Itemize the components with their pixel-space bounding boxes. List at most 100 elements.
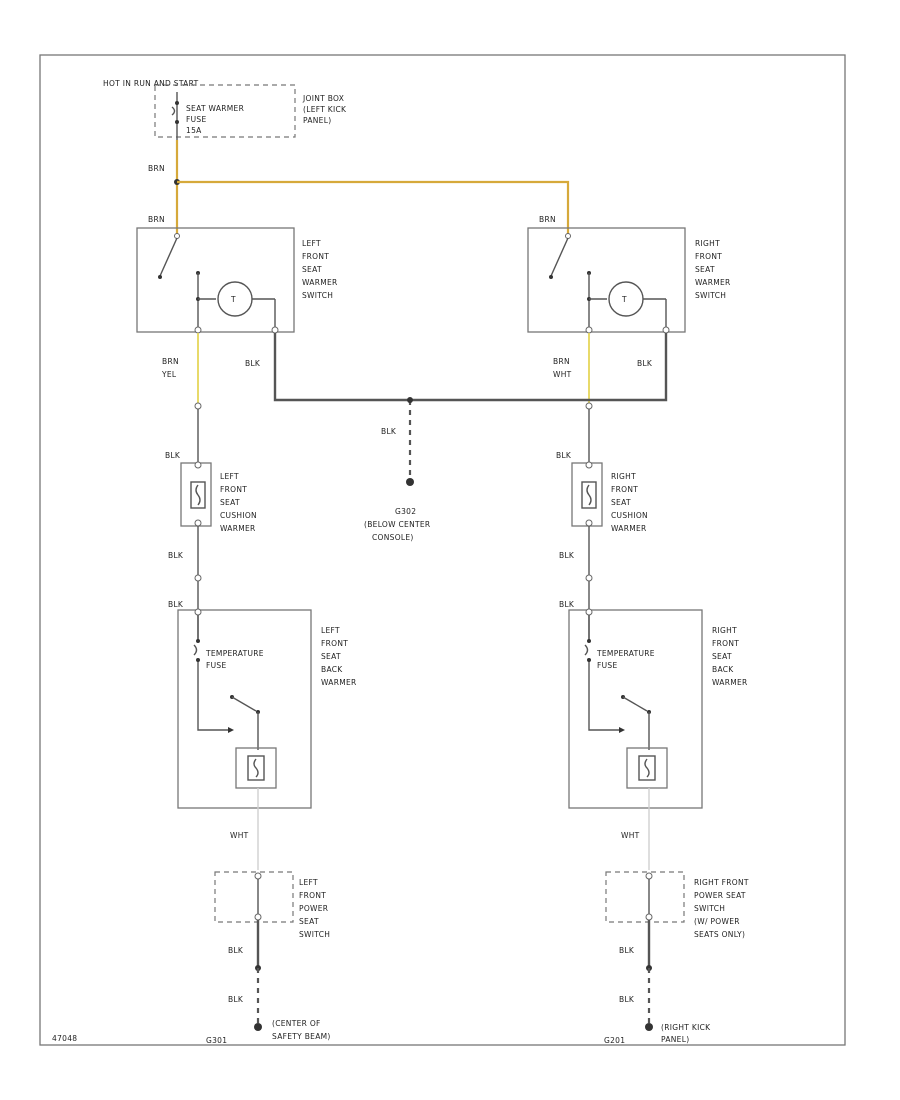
- left-switch-input-terminal: [174, 233, 180, 239]
- right-brn-wht-label-1: BRN: [553, 357, 570, 366]
- diagram-frame: [39, 54, 846, 1046]
- g301-ground-icon: [254, 1023, 262, 1031]
- right-cushion-heater-icon: [581, 481, 597, 509]
- right-temp-fuse-line1: TEMPERATURE: [596, 649, 655, 658]
- left-switch-line2: FRONT: [302, 252, 329, 261]
- brn-wire-label-left-switch: BRN: [148, 215, 165, 224]
- left-cushion-element-icon: [195, 484, 201, 506]
- right-back-blk-label: BLK: [559, 600, 575, 609]
- left-power-switch-line4: SEAT: [299, 917, 319, 926]
- right-blk-label: BLK: [637, 359, 653, 368]
- right-back-terminal-top: [585, 608, 593, 616]
- hot-in-run-label: HOT IN RUN AND START: [103, 79, 199, 88]
- right-mid-blk-label: BLK: [559, 551, 575, 560]
- g201-loc-line2: PANEL): [661, 1035, 689, 1044]
- right-power-switch-terminal-bottom: [645, 913, 653, 921]
- seat-warmer-fuse-line1: SEAT WARMER: [186, 104, 244, 113]
- left-bottom-blk-label-1: BLK: [228, 946, 244, 955]
- fuse-terminal-bottom: [175, 120, 179, 124]
- right-brn-wht-label-2: WHT: [553, 370, 572, 379]
- right-power-switch-line3: SWITCH: [694, 904, 725, 913]
- left-switch-line1: LEFT: [302, 239, 321, 248]
- left-temp-fuse-wiring: [197, 615, 228, 731]
- left-temp-fuse-icon: [193, 644, 198, 656]
- left-switch-connector-a: [194, 326, 202, 334]
- g302-splice: [407, 397, 413, 403]
- right-temp-fuse-icon: [584, 644, 589, 656]
- footer-code: 47048: [52, 1034, 77, 1043]
- right-back-heater-box: [626, 747, 668, 789]
- g201-label: G201: [604, 1036, 625, 1045]
- left-cushion-line5: WARMER: [220, 524, 256, 533]
- left-switch-line4: WARMER: [302, 278, 338, 287]
- left-power-seat-switch-outline: [214, 871, 294, 923]
- left-cushion-terminal-bottom: [194, 519, 202, 527]
- right-cushion-line2: FRONT: [611, 485, 638, 494]
- right-back-line5: WARMER: [712, 678, 748, 687]
- joint-box-outline: [154, 84, 296, 138]
- joint-box-line2: (LEFT KICK: [303, 105, 347, 114]
- left-power-switch-terminal-top: [254, 872, 262, 880]
- g302-blk-label: BLK: [381, 427, 397, 436]
- joint-box-line1: JOINT BOX: [302, 94, 344, 103]
- g301-loc-line2: SAFETY BEAM): [272, 1032, 331, 1041]
- right-switch-pivot: [549, 275, 553, 279]
- left-thermostat-switch-icon: [231, 696, 257, 712]
- left-seat-warmer-switch-box: [136, 227, 295, 333]
- left-switch-contact-icon: [159, 237, 178, 277]
- right-switch-contact-icon: [550, 237, 569, 277]
- left-cushion-line1: LEFT: [220, 472, 239, 481]
- right-cushion-warmer-box: [571, 462, 603, 527]
- brn-wire-label-top: BRN: [148, 164, 165, 173]
- right-switch-line4: WARMER: [695, 278, 731, 287]
- right-cushion-element-icon: [586, 484, 592, 506]
- left-back-heater-icon: [247, 755, 265, 781]
- switch-ground-bus-wire: [273, 333, 668, 402]
- right-switch-connector-a: [585, 326, 593, 334]
- right-switch-line1: RIGHT: [695, 239, 720, 248]
- right-power-seat-switch-outline: [605, 871, 685, 923]
- left-power-switch-line1: LEFT: [299, 878, 318, 887]
- seat-warmer-fuse-line3: 15A: [186, 126, 202, 135]
- right-bottom-blk-label-2: BLK: [619, 995, 635, 1004]
- right-temp-fuse-line2: FUSE: [597, 661, 618, 670]
- right-back-heater-icon: [638, 755, 656, 781]
- right-power-switch-line4: (W/ POWER: [694, 917, 740, 926]
- left-switch-connector-b: [271, 326, 279, 334]
- right-cushion-blk-top: BLK: [556, 451, 572, 460]
- left-cushion-line3: SEAT: [220, 498, 240, 507]
- left-power-switch-line2: FRONT: [299, 891, 326, 900]
- left-brn-yel-label-1: BRN: [162, 357, 179, 366]
- right-switch-line3: SEAT: [695, 265, 715, 274]
- left-cushion-line4: CUSHION: [220, 511, 257, 520]
- right-cushion-line4: CUSHION: [611, 511, 648, 520]
- g301-loc-line1: (CENTER OF: [272, 1019, 321, 1028]
- right-back-element-icon: [644, 758, 650, 778]
- right-back-line1: RIGHT: [712, 626, 737, 635]
- left-brn-yel-label-2: YEL: [161, 370, 177, 379]
- left-back-line5: WARMER: [321, 678, 357, 687]
- right-back-warmer-box: [568, 609, 703, 809]
- left-cushion-warmer-box: [180, 462, 212, 527]
- left-back-line1: LEFT: [321, 626, 340, 635]
- left-switch-line5: SWITCH: [302, 291, 333, 300]
- right-cushion-terminal-bottom: [585, 519, 593, 527]
- right-back-line2: FRONT: [712, 639, 739, 648]
- left-power-switch-line3: POWER: [299, 904, 328, 913]
- left-bottom-blk-label-2: BLK: [228, 995, 244, 1004]
- left-power-switch-terminal-bottom: [254, 913, 262, 921]
- g302-line1: G302: [395, 507, 416, 516]
- left-temp-fuse-terminal-a: [196, 639, 200, 643]
- right-cushion-connector-top: [585, 402, 593, 410]
- left-back-line4: BACK: [321, 665, 343, 674]
- left-mid-blk-label: BLK: [168, 551, 184, 560]
- right-temp-fuse-terminal-a: [587, 639, 591, 643]
- left-temp-fuse-terminal-b: [196, 658, 200, 662]
- right-wht-label: WHT: [621, 831, 640, 840]
- right-bottom-blk-label-1: BLK: [619, 946, 635, 955]
- left-cushion-connector-top: [194, 402, 202, 410]
- left-back-terminal-top: [194, 608, 202, 616]
- left-wht-label: WHT: [230, 831, 249, 840]
- left-temp-fuse-line2: FUSE: [206, 661, 227, 670]
